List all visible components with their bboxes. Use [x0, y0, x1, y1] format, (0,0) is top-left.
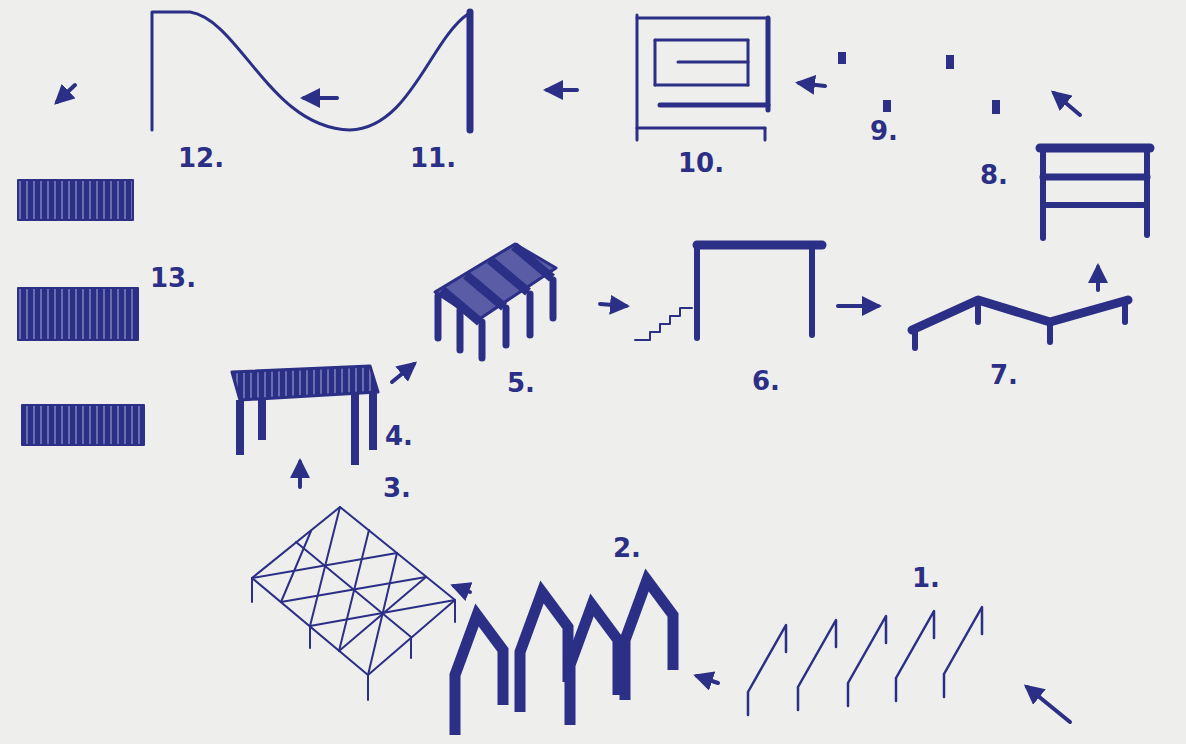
cone-markers	[838, 52, 1000, 114]
low-hurdles	[748, 607, 982, 715]
ramp-curve	[152, 12, 470, 130]
a-frames	[455, 580, 673, 735]
callout-number: 12.	[178, 145, 224, 171]
callout-number: 5.	[507, 370, 535, 396]
direction-arrows	[57, 83, 1098, 722]
ladder-frame	[1040, 148, 1150, 238]
callout-number: 1.	[912, 565, 940, 591]
maze	[637, 15, 768, 140]
stairs-and-frame	[635, 245, 822, 340]
callout-number: 10.	[678, 150, 724, 176]
net-table	[252, 507, 455, 700]
table	[232, 366, 378, 465]
callout-number: 3.	[383, 475, 411, 501]
callout-number: 9.	[870, 118, 898, 144]
mats	[18, 180, 144, 445]
callout-number: 8.	[980, 162, 1008, 188]
callout-number: 2.	[613, 535, 641, 561]
callout-number: 13.	[150, 265, 196, 291]
slanted-bench	[435, 244, 556, 358]
callout-number: 4.	[385, 423, 413, 449]
callout-number: 6.	[752, 368, 780, 394]
callout-number: 7.	[990, 362, 1018, 388]
zigzag-beam	[912, 300, 1128, 348]
callout-number: 11.	[410, 145, 456, 171]
